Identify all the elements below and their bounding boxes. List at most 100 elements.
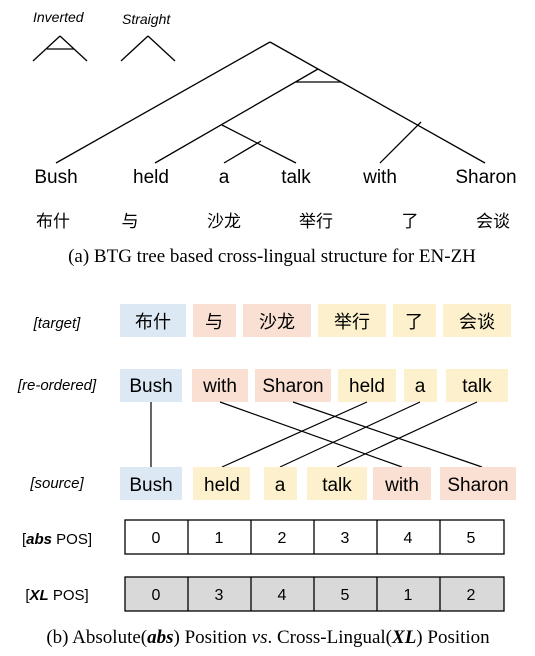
caption-b-part2: ) Position [174, 627, 252, 648]
legend: Inverted Straight [32, 9, 176, 62]
source-token-box [264, 467, 297, 500]
target-token-box [193, 304, 236, 337]
btg-tree [55, 41, 486, 164]
tree-zh-word: 会谈 [476, 212, 510, 231]
source-token-box [373, 467, 431, 500]
xl-pos-cell: 0 [152, 587, 161, 604]
abs-pos-table: 0 1 2 3 4 5 [124, 519, 505, 555]
xl-pos-label-bold: XL [28, 587, 48, 604]
reordered-token: Sharon [262, 376, 323, 397]
abs-pos-cell: 4 [404, 530, 413, 547]
xl-pos-label-rest: POS] [49, 587, 89, 604]
tree-root-to-sharon [269, 41, 486, 164]
tree-words: Bush held a talk with Sharon [34, 167, 516, 188]
caption-b-abs: abs [147, 627, 173, 648]
reordered-token: a [415, 376, 426, 397]
xl-pos-cell: 5 [341, 587, 350, 604]
source-row-label: [source] [29, 475, 84, 492]
source-token: talk [322, 475, 352, 496]
caption-b-xl: XL [391, 627, 416, 648]
reordered-token-box [404, 369, 437, 402]
reordered-token: held [349, 376, 385, 397]
target-row-label: [target] [33, 315, 82, 332]
xl-pos-table: 0 3 4 5 1 2 [124, 576, 505, 612]
target-token: 与 [205, 312, 223, 332]
reordered-token: with [202, 376, 237, 397]
source-token: Bush [129, 475, 172, 496]
tree-root-to-bush [55, 41, 271, 164]
target-token: 布什 [135, 312, 171, 332]
align-line-sharon [292, 401, 483, 468]
reordered-token-box [255, 369, 331, 402]
tree-zh-word: 举行 [299, 212, 333, 231]
caption-b-vs: vs [252, 627, 268, 648]
abs-pos-label-bold: abs [26, 531, 52, 548]
target-row: 布什 与 沙龙 举行 了 会谈 [120, 304, 511, 337]
target-token: 会谈 [459, 312, 495, 332]
legend-straight-label: Straight [122, 11, 171, 27]
source-token: held [204, 475, 240, 496]
reordered-token: talk [462, 376, 492, 397]
tree-zh-word: 布什 [36, 212, 70, 231]
tree-a-talk-to-a [223, 140, 262, 164]
source-token-box [193, 467, 250, 500]
caption-a: (a) BTG tree based cross-lingual structu… [68, 246, 476, 267]
reordered-token-box [120, 369, 182, 402]
legend-inverted-symbol [32, 35, 88, 62]
abs-pos-cell: 2 [278, 530, 287, 547]
tree-held-a-talk-to-talk [221, 124, 297, 164]
alignment-lines [150, 401, 483, 468]
source-token: with [384, 475, 419, 496]
xl-pos-cell: 3 [215, 587, 224, 604]
source-token-box [440, 467, 516, 500]
source-token-box [120, 467, 182, 500]
caption-b-part4: ) Position [416, 627, 490, 648]
abs-pos-cell: 5 [467, 530, 476, 547]
xl-pos-label: [XL POS] [25, 587, 88, 604]
reordered-token-box [192, 369, 248, 402]
target-token-box [243, 304, 311, 337]
tree-word: held [133, 167, 169, 188]
abs-pos-label-rest: POS] [52, 531, 92, 548]
tree-word: talk [281, 167, 311, 188]
target-token-box [120, 304, 186, 337]
tree-with-sharon-to-with [379, 121, 422, 164]
reordered-row: Bush with Sharon held a talk [120, 369, 508, 402]
tree-word: Bush [34, 167, 77, 188]
reordered-row-label: [re-ordered] [17, 377, 97, 394]
reordered-token-box [446, 369, 508, 402]
caption-b-part3: . Cross-Lingual( [267, 627, 392, 648]
tree-word: with [362, 167, 397, 188]
target-token: 了 [405, 312, 423, 332]
align-line-with [219, 401, 403, 468]
source-row: Bush held a talk with Sharon [120, 467, 516, 500]
legend-inverted-label: Inverted [33, 9, 85, 25]
target-token-box [318, 304, 386, 337]
target-token: 沙龙 [259, 312, 295, 332]
tree-zh-words: 布什 与 沙龙 举行 了 会谈 [36, 212, 510, 231]
abs-pos-cell: 1 [215, 530, 224, 547]
align-line-talk [336, 401, 478, 468]
align-line-held [221, 401, 368, 468]
align-line-a [279, 401, 421, 468]
tree-zh-word: 与 [122, 212, 139, 231]
reordered-token-box [338, 369, 396, 402]
target-token-box [443, 304, 511, 337]
caption-b-part1: (b) Absolute( [46, 627, 147, 648]
abs-pos-cell: 3 [341, 530, 350, 547]
source-token: a [275, 475, 286, 496]
abs-pos-label: [abs POS] [22, 531, 92, 548]
tree-zh-word: 了 [402, 212, 419, 231]
abs-pos-cell: 0 [152, 530, 161, 547]
xl-pos-cell: 4 [278, 587, 287, 604]
source-token-box [307, 467, 367, 500]
xl-pos-cell: 2 [467, 587, 476, 604]
source-token: Sharon [447, 475, 508, 496]
legend-straight-symbol [120, 35, 176, 62]
tree-inner-to-held [154, 68, 319, 164]
xl-pos-cell: 1 [404, 587, 413, 604]
tree-zh-word: 沙龙 [207, 212, 241, 231]
tree-word: a [219, 167, 230, 188]
